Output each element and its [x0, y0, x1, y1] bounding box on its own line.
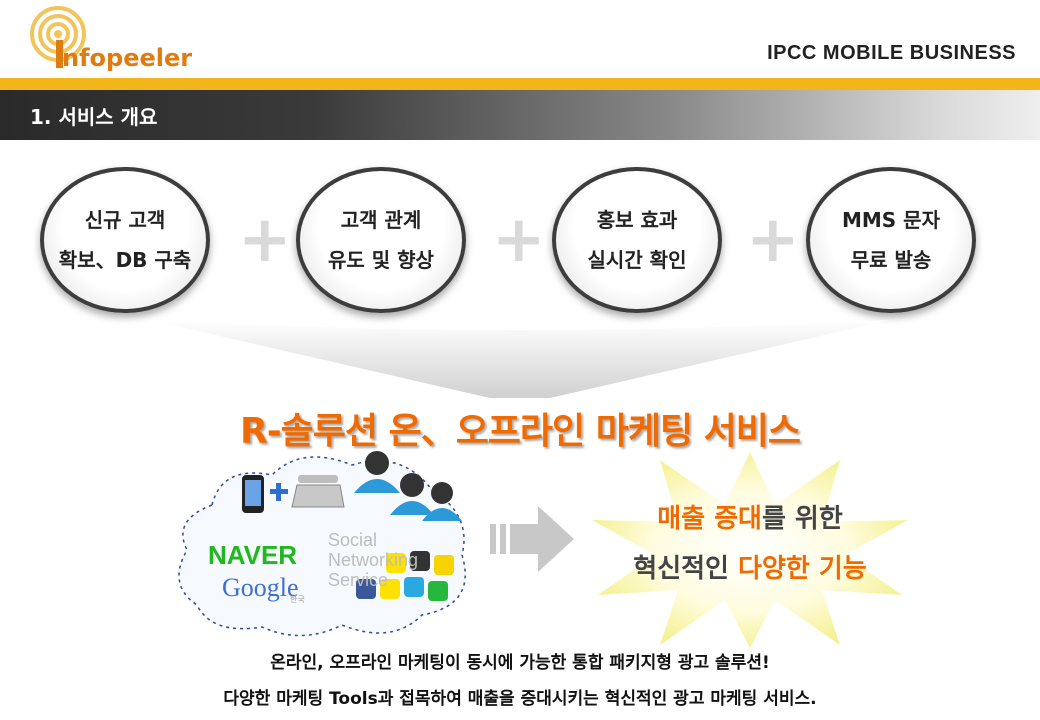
social-line: Networking — [328, 550, 419, 570]
feature-circle-mms: MMS 문자 무료 발송 — [806, 167, 976, 313]
google-logo: Google — [222, 573, 299, 602]
benefit-text: 를 위한 — [761, 504, 843, 534]
main-title: R-솔루션 온、오프라인 마케팅 서비스 — [240, 411, 801, 452]
header-title: IPCC MOBILE BUSINESS — [767, 42, 1016, 64]
feature-circle-new-customers: 신규 고객 확보、DB 구축 — [40, 167, 210, 313]
feature-label: 유도 및 향상 — [328, 248, 434, 272]
feature-circle-customer-relations: 고객 관계 유도 및 향상 — [296, 167, 466, 313]
funnel-shape — [150, 320, 890, 398]
description-line-1: 온라인, 오프라인 마케팅이 동시에 가능한 통합 패키지형 광고 솔루션! — [270, 653, 770, 673]
benefit-line-2: 혁신적인 다양한 기능 — [590, 548, 910, 585]
plus-icon: + — [492, 203, 546, 277]
feature-label: 홍보 효과 — [596, 208, 678, 232]
feature-label: 신규 고객 — [84, 208, 166, 232]
logo-text: nfopeeler — [62, 44, 193, 72]
google-sub-label: 한국 — [290, 595, 305, 604]
section-bar — [0, 90, 1040, 140]
plus-icon: + — [238, 203, 292, 277]
benefit-highlight: 매출 증대 — [657, 504, 762, 534]
infopeeler-logo — [30, 6, 86, 68]
feature-label: MMS 문자 — [842, 208, 940, 232]
social-networking-label: Social Networking Service — [328, 530, 418, 590]
feature-label: 실시간 확인 — [587, 248, 687, 272]
plus-icon: + — [746, 203, 800, 277]
naver-logo: NAVER — [208, 540, 298, 570]
right-arrow-icon — [490, 506, 574, 572]
benefit-line-1: 매출 증대를 위한 — [590, 498, 910, 535]
section-title: 1. 서비스 개요 — [30, 105, 158, 129]
feature-circle-promotion: 홍보 효과 실시간 확인 — [552, 167, 722, 313]
social-line: Social — [328, 530, 378, 550]
starburst-shape — [592, 452, 908, 648]
social-line: Service — [328, 570, 389, 590]
feature-label: 고객 관계 — [340, 208, 422, 232]
feature-label: 확보、DB 구축 — [58, 248, 192, 272]
benefit-highlight: 다양한 기능 — [738, 554, 867, 584]
description-line-2: 다양한 마케팅 Tools과 접목하여 매출을 증대시키는 혁신적인 광고 마케… — [223, 689, 817, 709]
feature-label: 무료 발송 — [850, 248, 932, 272]
benefit-text: 혁신적인 — [633, 554, 739, 584]
marketing-cloud — [178, 451, 466, 637]
gold-divider — [0, 78, 1040, 90]
